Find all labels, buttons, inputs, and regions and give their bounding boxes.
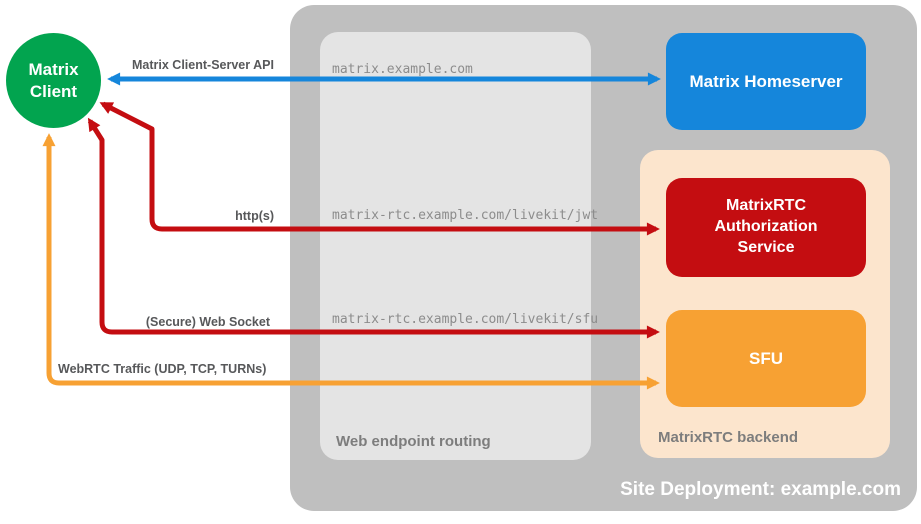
site-deployment-label: Site Deployment: example.com <box>620 479 901 500</box>
sfu-label: SFU <box>749 348 783 368</box>
webrtc-traffic-label: WebRTC Traffic (UDP, TCP, TURNs) <box>58 362 267 376</box>
matrixrtc-authorization-service-label: MatrixRTC Authorization Service <box>714 197 818 256</box>
matrixrtc-backend-label: MatrixRTC backend <box>658 429 799 446</box>
client-server-api-label: Matrix Client-Server API <box>132 58 274 72</box>
matrixrtc-backend-container: MatrixRTC Authorization Service SFU Matr… <box>640 150 890 458</box>
route-livekit-jwt: matrix-rtc.example.com/livekit/jwt <box>332 208 599 223</box>
https-label: http(s) <box>235 209 274 223</box>
matrix-homeserver-node: Matrix Homeserver <box>666 33 866 130</box>
websocket-label: (Secure) Web Socket <box>145 315 270 329</box>
matrix-client-node: Matrix Client <box>6 33 101 128</box>
sfu-node: SFU <box>666 310 866 407</box>
web-endpoint-routing-label: Web endpoint routing <box>336 433 491 450</box>
route-livekit-sfu: matrix-rtc.example.com/livekit/sfu <box>332 312 599 327</box>
matrix-client-label: Matrix Client <box>28 60 79 101</box>
web-endpoint-routing-container: matrix.example.com matrix-rtc.example.co… <box>320 32 598 460</box>
matrixrtc-authorization-service-node: MatrixRTC Authorization Service <box>666 178 866 277</box>
site-deployment-container: matrix.example.com matrix-rtc.example.co… <box>290 5 917 511</box>
matrix-homeserver-label: Matrix Homeserver <box>689 71 843 91</box>
route-matrix-homeserver: matrix.example.com <box>332 62 473 77</box>
